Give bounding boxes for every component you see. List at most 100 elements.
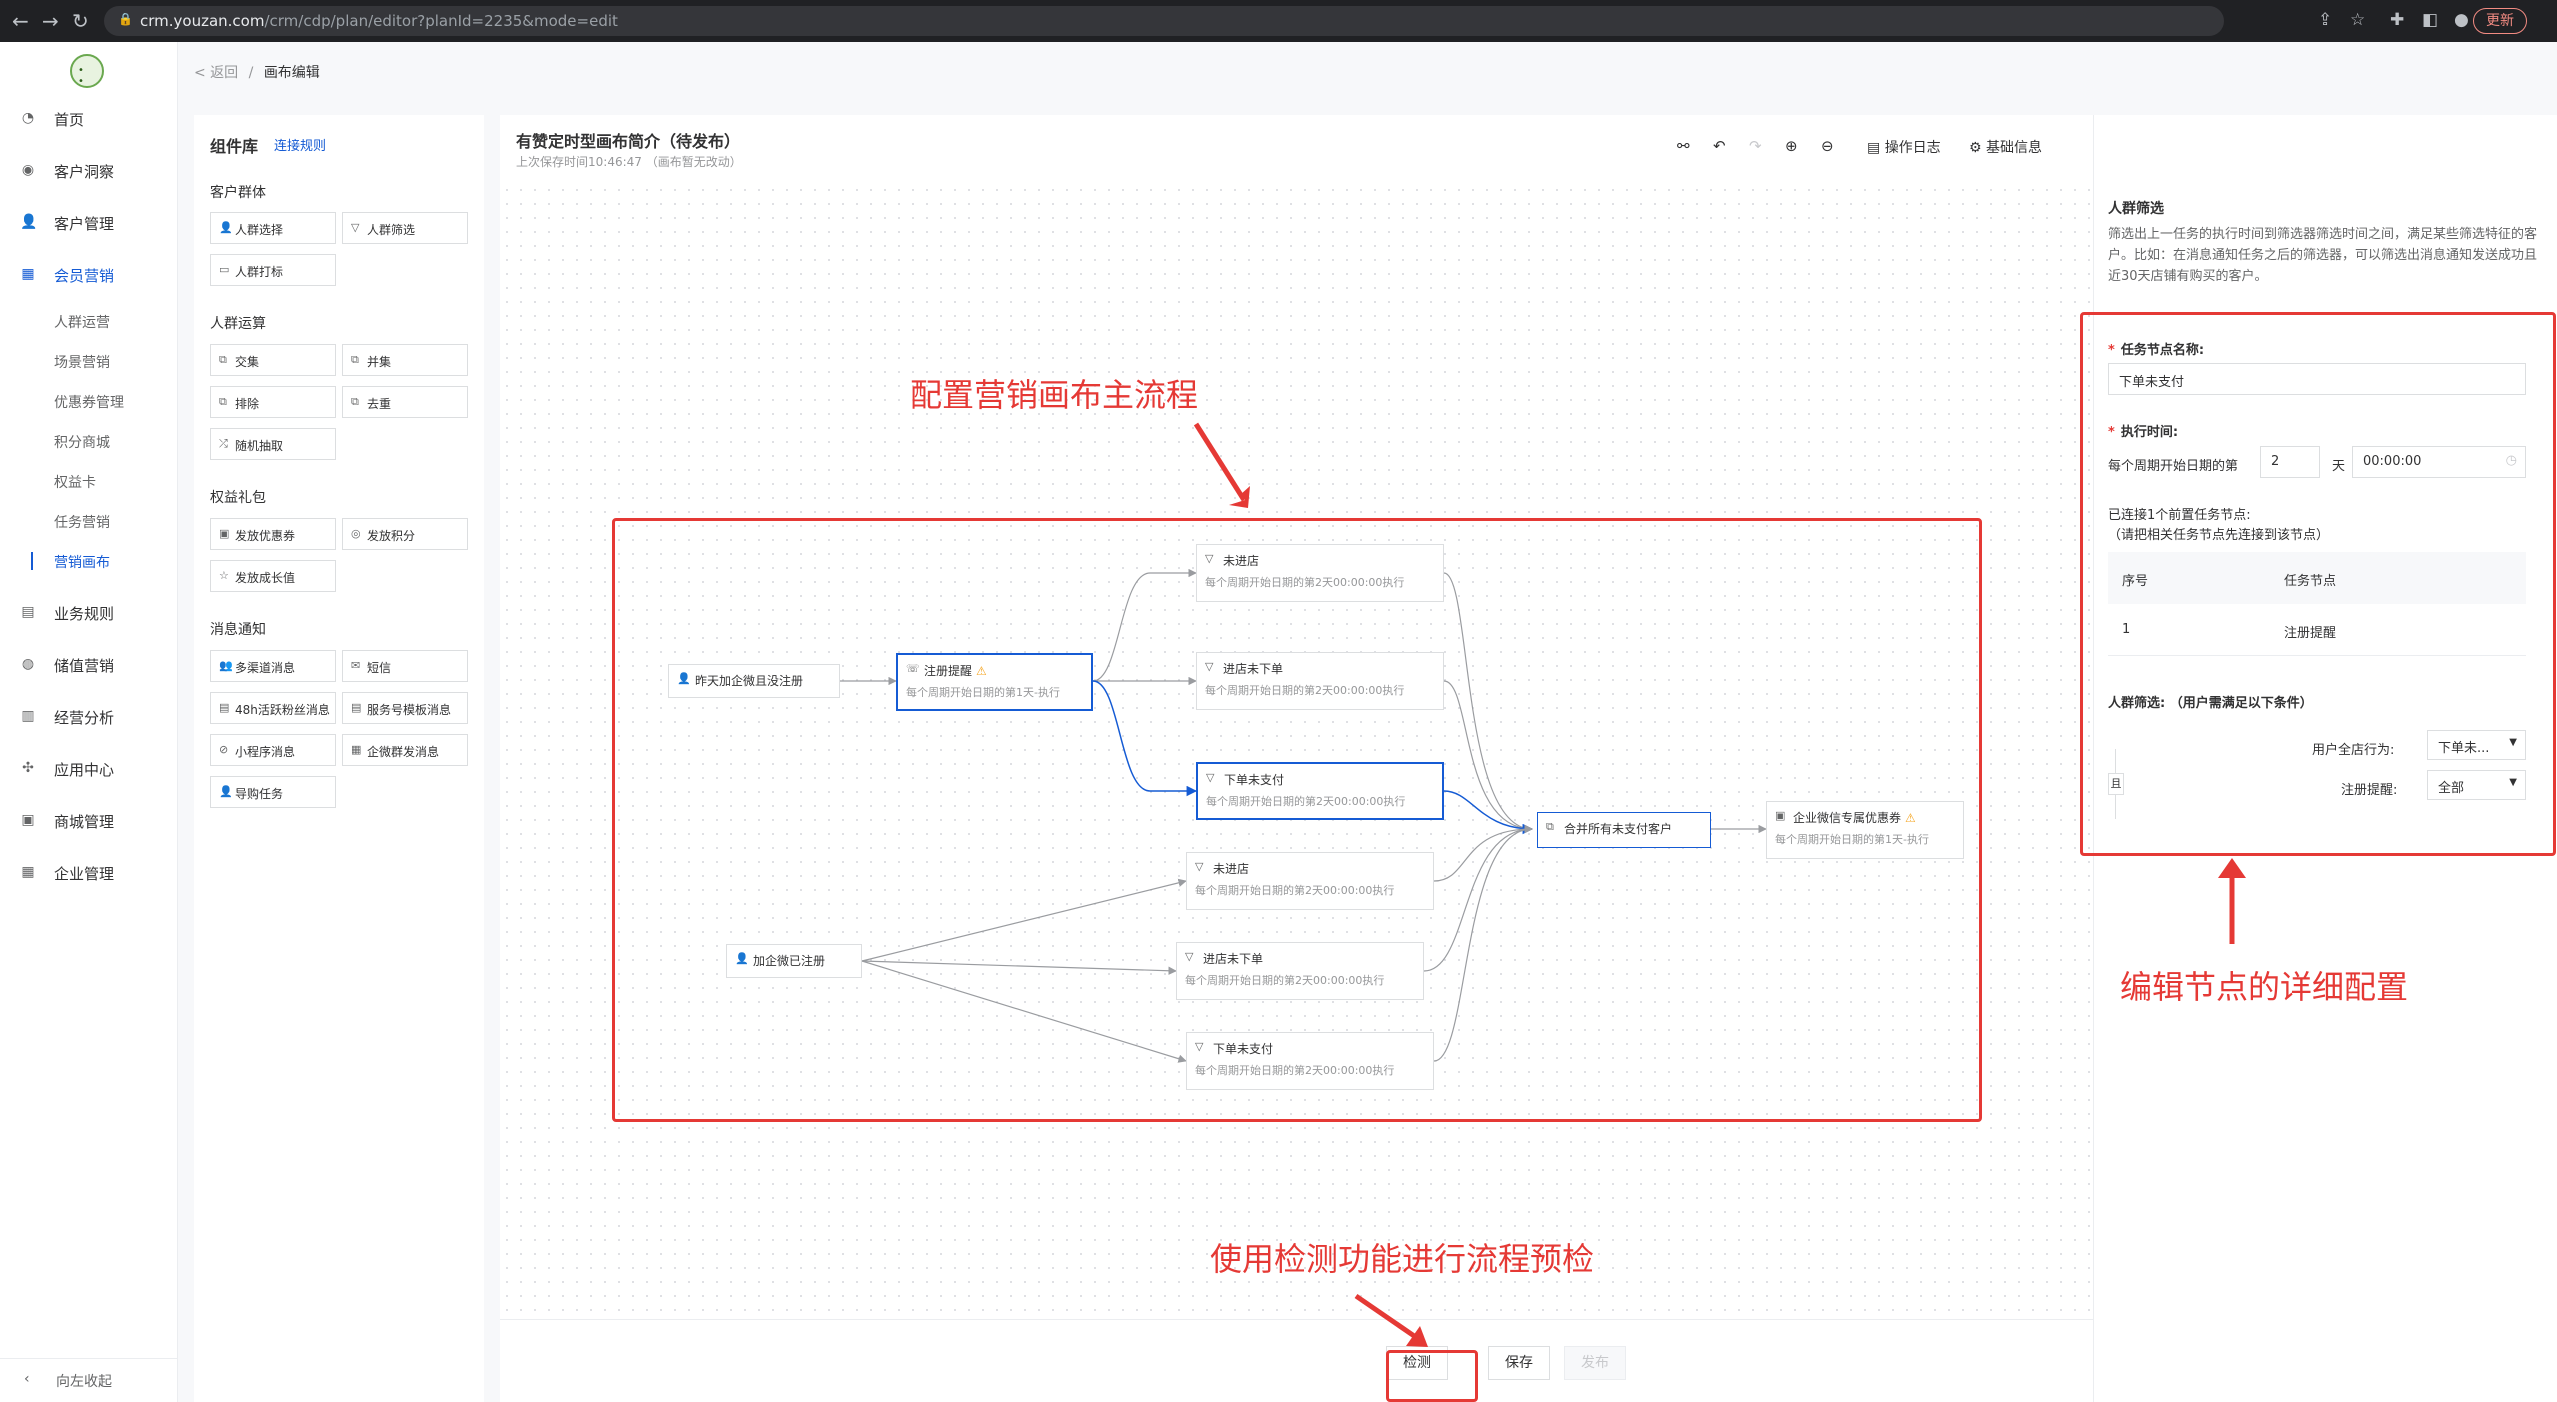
node-name-input[interactable]: 下单未支付 — [2108, 363, 2526, 395]
sub-item-scene-marketing[interactable]: 场景营销 — [54, 355, 110, 371]
update-button[interactable]: 更新 — [2473, 8, 2527, 34]
menu-item-app-center[interactable]: ✣应用中心 — [0, 754, 178, 784]
flow-node-wecom-coupon[interactable]: ▣企业微信专属优惠券⚠每个周期开始日期的第1天-执行 — [1766, 801, 1964, 859]
filter-icon: ▽ — [1205, 552, 1214, 565]
share-icon[interactable]: ⇪ — [2318, 10, 2333, 30]
flow-node-merge-unpaid[interactable]: ⧉合并所有未支付客户 — [1537, 812, 1711, 848]
zoom-in-icon[interactable]: ⊕ — [1785, 137, 1798, 155]
chip-sms[interactable]: ✉短信 — [342, 650, 468, 682]
canvas-grid[interactable]: 👤昨天加企微且没注册 ☏注册提醒⚠每个周期开始日期的第1天-执行 ▽未进店每个周… — [500, 183, 2093, 1319]
chip-random-sample[interactable]: ⤮随机抽取 — [210, 428, 336, 460]
menu-item-customer-insight[interactable]: ◉客户洞察 — [0, 156, 178, 186]
flow-node-not-entered[interactable]: ▽未进店每个周期开始日期的第2天00:00:00执行 — [1196, 544, 1444, 602]
connection-rules-link[interactable]: 连接规则 — [274, 139, 327, 154]
menu-item-mall-manage[interactable]: ▣商城管理 — [0, 806, 178, 836]
chip-wecom-group-msg[interactable]: ▦企微群发消息 — [342, 734, 468, 766]
node-title: 进店未下单 — [1203, 952, 1264, 966]
layout-icon[interactable]: ⚯ — [1677, 137, 1690, 155]
chip-union[interactable]: ⧉并集 — [342, 344, 468, 376]
reminder-value: 全部 — [2438, 781, 2465, 796]
undo-icon[interactable]: ↶ — [1713, 137, 1726, 155]
menu-item-business-rules[interactable]: ▤业务规则 — [0, 598, 178, 628]
flow-node-not-entered-2[interactable]: ▽未进店每个周期开始日期的第2天00:00:00执行 — [1186, 852, 1434, 910]
gift-icon: ▦ — [21, 266, 35, 282]
chevron-down-icon: ▼ — [2509, 737, 2517, 748]
sub-item-points-mall[interactable]: 积分商城 — [54, 435, 110, 451]
reload-icon[interactable]: ↻ — [72, 9, 89, 33]
chip-label: 发放积分 — [367, 529, 416, 543]
extensions-icon[interactable]: ✚ — [2390, 10, 2405, 30]
people-icon: 👥 — [219, 659, 233, 672]
sidepanel-icon[interactable]: ◧ — [2422, 10, 2439, 30]
chip-crowd-tag[interactable]: ▭人群打标 — [210, 254, 336, 286]
chip-exclude[interactable]: ⧉排除 — [210, 386, 336, 418]
profile-icon[interactable]: ● — [2454, 10, 2469, 30]
flow-node-entered-no-order[interactable]: ▽进店未下单每个周期开始日期的第2天00:00:00执行 — [1196, 652, 1444, 710]
sub-item-task-marketing[interactable]: 任务营销 — [54, 515, 110, 531]
menu-item-enterprise[interactable]: ▦企业管理 — [0, 858, 178, 888]
menu-item-home[interactable]: ◔首页 — [0, 104, 178, 134]
sub-item-coupon-manage[interactable]: 优惠券管理 — [54, 395, 124, 411]
address-bar[interactable]: 🔒 crm.youzan.com/crm/cdp/plan/editor?pla… — [104, 6, 2224, 36]
basic-info-button[interactable]: ⚙ 基础信息 — [1969, 137, 2042, 157]
exec-time-prefix: 每个周期开始日期的第 — [2108, 459, 2239, 474]
and-label[interactable]: 且 — [2108, 773, 2124, 795]
node-title-wrap: 企业微信专属优惠券⚠ — [1793, 809, 1916, 826]
coupon-icon: ▣ — [219, 527, 230, 540]
flow-node-entered-no-order-2[interactable]: ▽进店未下单每个周期开始日期的第2天00:00:00执行 — [1176, 942, 1424, 1000]
edge — [1443, 680, 1533, 834]
chip-48h-fan-msg[interactable]: ▤48h活跃粉丝消息 — [210, 692, 336, 724]
chip-intersect[interactable]: ⧉交集 — [210, 344, 336, 376]
sub-item-marketing-canvas[interactable]: 营销画布 — [54, 555, 110, 571]
shuffle-icon: ⤮ — [219, 437, 228, 450]
chip-label: 交集 — [235, 355, 260, 369]
save-button[interactable]: 保存 — [1488, 1346, 1550, 1380]
flow-node-wecom-registered[interactable]: 👤加企微已注册 — [726, 944, 862, 978]
operation-log-button[interactable]: ▤ 操作日志 — [1867, 137, 1941, 157]
menu-item-member-marketing[interactable]: ▦会员营销 — [0, 260, 178, 290]
exclude-icon: ⧉ — [219, 395, 227, 408]
chip-crowd-select[interactable]: 👤人群选择 — [210, 212, 336, 244]
menu-item-customer-manage[interactable]: 👤客户管理 — [0, 208, 178, 238]
sub-item-crowd-ops[interactable]: 人群运营 — [54, 315, 110, 331]
menu-item-stored-value[interactable]: ◍储值营销 — [0, 650, 178, 680]
user-icon: 👤 — [219, 221, 233, 234]
menu-label: 客户洞察 — [54, 163, 115, 181]
time-picker[interactable]: 00:00:00◷ — [2352, 446, 2526, 478]
store-logo[interactable]: • • — [70, 54, 104, 88]
chip-template-msg[interactable]: ▤服务号模板消息 — [342, 692, 468, 724]
flow-node-ordered-unpaid-selected[interactable]: ▽下单未支付每个周期开始日期的第2天00:00:00执行 — [1196, 762, 1444, 820]
forward-icon[interactable]: → — [42, 9, 59, 33]
condition-label-behavior: 用户全店行为: — [2312, 743, 2395, 758]
zoom-out-icon[interactable]: ⊖ — [1821, 137, 1834, 155]
node-title: 进店未下单 — [1223, 662, 1284, 676]
connected-nodes-hint: （请把相关任务节点先连接到该节点） — [2108, 528, 2330, 543]
chip-issue-growth[interactable]: ☆发放成长值 — [210, 560, 336, 592]
node-title: 注册提醒 — [924, 664, 973, 678]
chip-issue-coupon[interactable]: ▣发放优惠券 — [210, 518, 336, 550]
active-indicator — [31, 552, 33, 570]
log-label: 操作日志 — [1884, 140, 1941, 156]
breadcrumb: < 返回 / 画布编辑 — [194, 62, 320, 82]
reminder-select[interactable]: 全部▼ — [2427, 770, 2526, 800]
bookmark-star-icon[interactable]: ☆ — [2350, 10, 2366, 30]
flow-node-register-reminder[interactable]: ☏注册提醒⚠每个周期开始日期的第1天-执行 — [896, 653, 1093, 711]
publish-button[interactable]: 发布 — [1564, 1346, 1626, 1380]
chip-multichannel-msg[interactable]: 👥多渠道消息 — [210, 650, 336, 682]
back-link[interactable]: < 返回 — [194, 65, 239, 81]
chip-issue-points[interactable]: ◎发放积分 — [342, 518, 468, 550]
flow-node-crowd-select[interactable]: 👤昨天加企微且没注册 — [668, 664, 840, 698]
chip-dedupe[interactable]: ⧉去重 — [342, 386, 468, 418]
sub-item-benefit-card[interactable]: 权益卡 — [54, 475, 96, 491]
day-input[interactable]: 2 — [2260, 446, 2320, 478]
flow-node-ordered-unpaid-2[interactable]: ▽下单未支付每个周期开始日期的第2天00:00:00执行 — [1186, 1032, 1434, 1090]
collapse-sidebar-button[interactable]: ‹ 向左收起 — [0, 1358, 178, 1402]
chip-crowd-filter[interactable]: ▽人群筛选 — [342, 212, 468, 244]
chip-label: 多渠道消息 — [235, 661, 296, 675]
chip-guide-task[interactable]: 👤导购任务 — [210, 776, 336, 808]
behavior-select[interactable]: 下单未...▼ — [2427, 730, 2526, 760]
back-icon[interactable]: ← — [12, 9, 29, 33]
chip-miniprogram-msg[interactable]: ⊘小程序消息 — [210, 734, 336, 766]
redo-icon[interactable]: ↷ — [1749, 137, 1762, 155]
menu-item-analytics[interactable]: ▥经营分析 — [0, 702, 178, 732]
